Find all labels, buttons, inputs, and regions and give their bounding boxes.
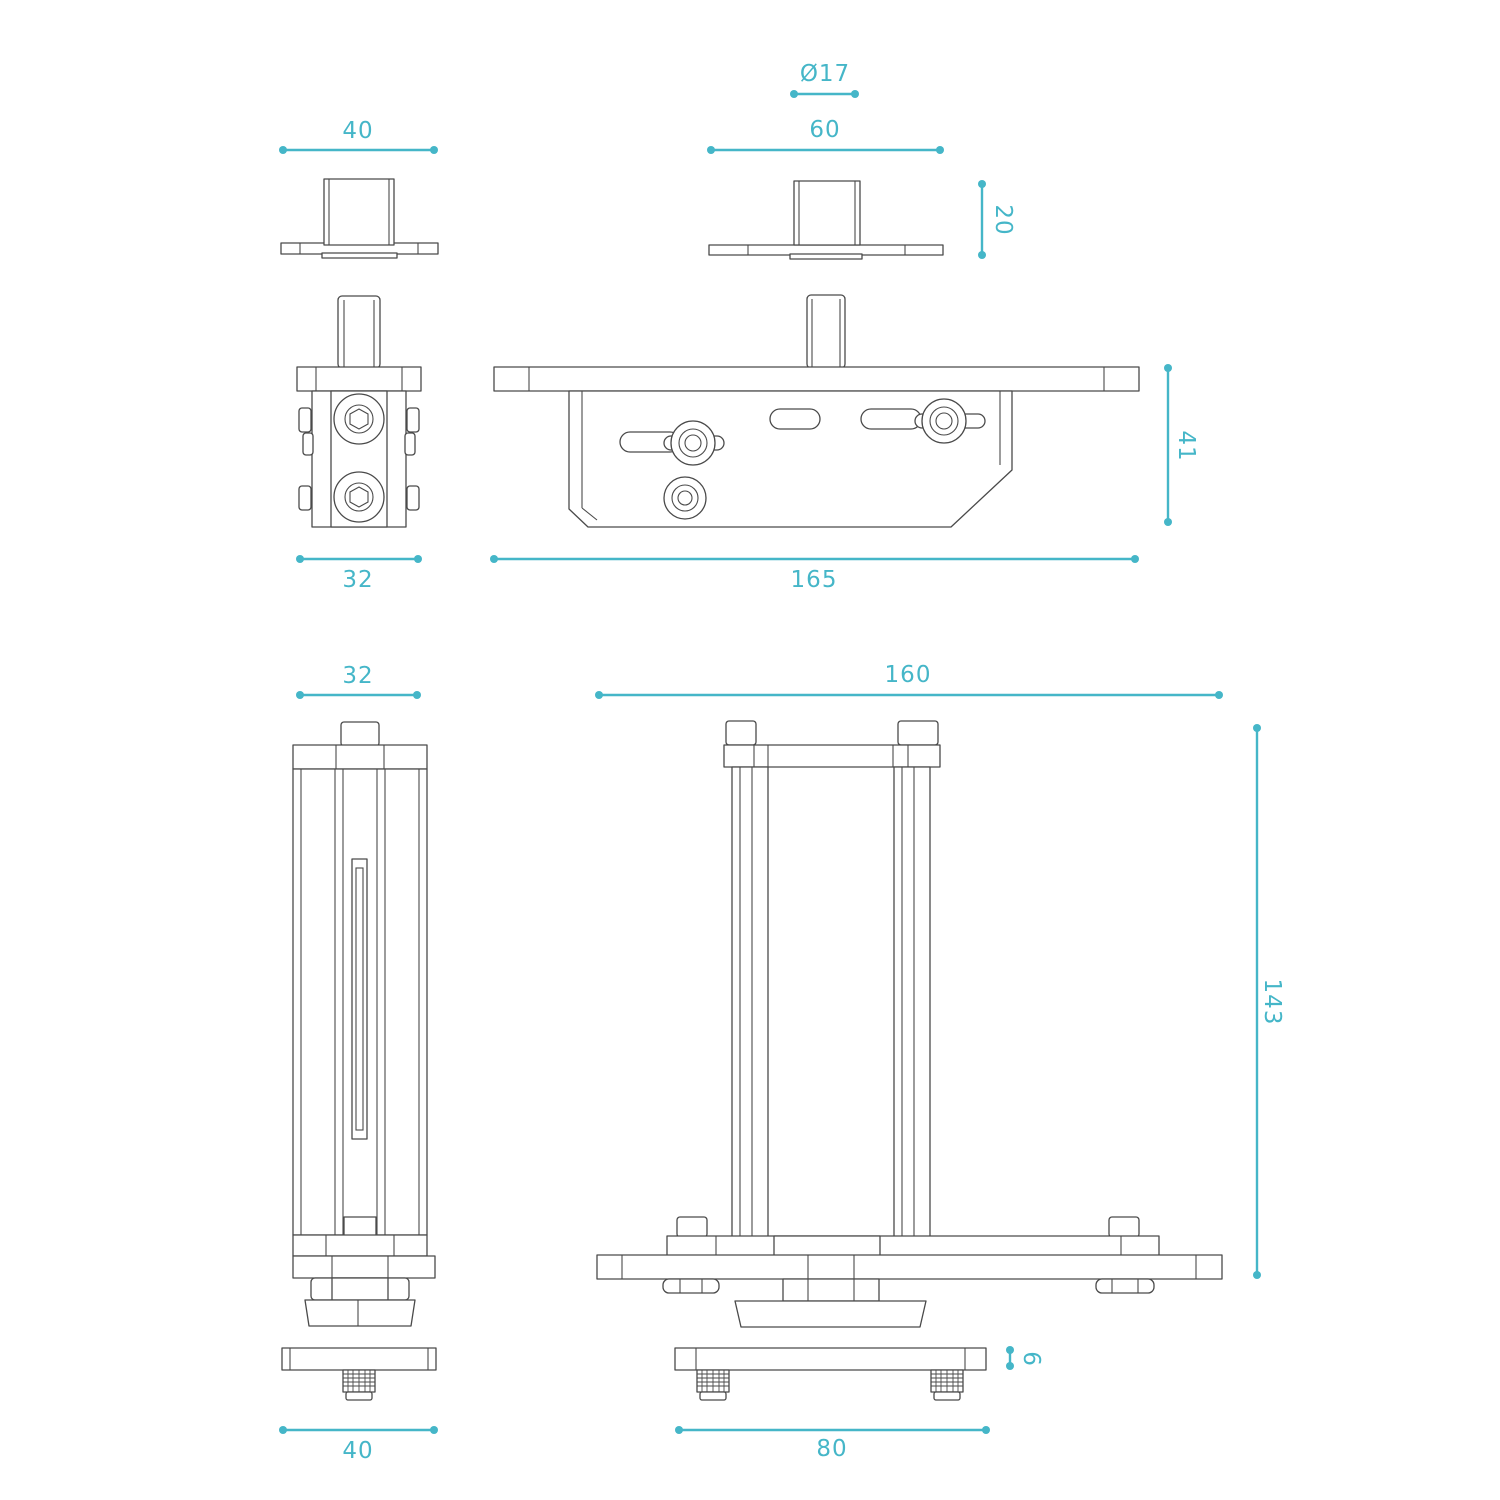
dim-body-height: 41: [1164, 364, 1199, 526]
side-view-frame: [292, 721, 436, 1327]
dim-top-left-width-label: 40: [342, 118, 373, 144]
dim-frame-height: 143: [1253, 724, 1285, 1279]
dim-lower-side-width-label: 32: [342, 663, 373, 689]
dim-side-width: 32: [296, 555, 422, 593]
dim-frame-width: 160: [595, 662, 1223, 699]
side-view-foot-pad: [281, 1347, 437, 1401]
dim-pin-diameter: Ø17: [790, 61, 859, 98]
front-view-lock-body: [493, 294, 1140, 528]
dim-body-length: 165: [490, 555, 1139, 593]
dim-side-width-label: 32: [342, 567, 373, 593]
dim-lower-side-width: 32: [296, 663, 421, 699]
dim-foot-thickness-label: 6: [1018, 1351, 1044, 1367]
dim-body-length-label: 165: [791, 567, 838, 593]
dim-body-height-label: 41: [1173, 430, 1199, 461]
dim-foot-width-left-label: 40: [342, 1438, 373, 1464]
top-left-pin-cap: [280, 178, 439, 259]
dim-foot-thickness: 6: [1006, 1346, 1044, 1370]
dimension-annotations: 40 Ø17 60 20 32 165: [279, 61, 1285, 1464]
dim-top-right-width: 60: [707, 117, 944, 154]
dim-foot-width-right-label: 80: [816, 1436, 847, 1462]
front-view-foot-pad: [674, 1347, 987, 1401]
dim-frame-height-label: 143: [1259, 979, 1285, 1026]
side-view-lock-body: [296, 295, 422, 528]
dim-pin-diameter-label: Ø17: [800, 61, 850, 87]
dim-frame-width-label: 160: [885, 662, 932, 688]
dim-foot-width-left: 40: [279, 1426, 438, 1464]
top-right-pin-cap: [708, 180, 944, 260]
dim-pin-height-label: 20: [990, 204, 1016, 235]
front-view-frame: [596, 720, 1223, 1328]
dim-top-right-width-label: 60: [809, 117, 840, 143]
dim-pin-height: 20: [978, 180, 1016, 259]
dim-top-left-width: 40: [279, 118, 438, 154]
dim-foot-width-right: 80: [675, 1426, 990, 1462]
